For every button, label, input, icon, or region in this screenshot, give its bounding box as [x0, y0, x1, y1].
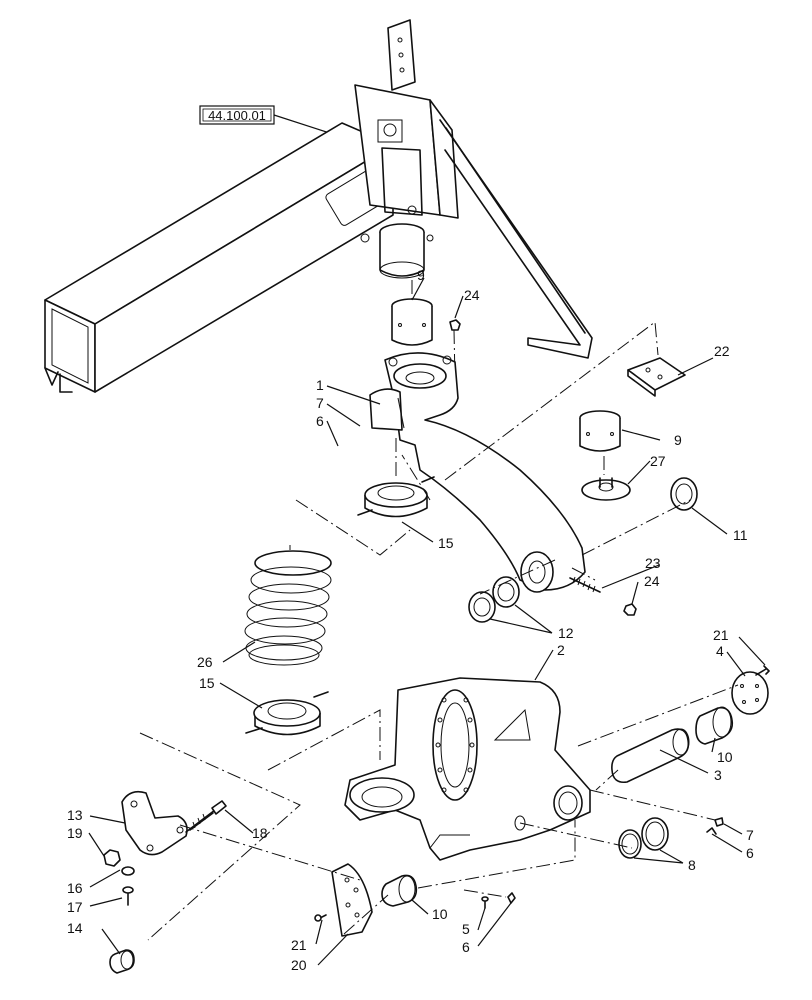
callout-9-right: 9 — [674, 432, 682, 448]
bolt-25 — [449, 319, 461, 331]
callout-22: 22 — [714, 343, 730, 359]
snap-rings-8 — [618, 817, 669, 859]
washer-11 — [670, 477, 698, 511]
callout-21-right: 21 — [713, 627, 729, 643]
callout-10-lower: 10 — [432, 906, 448, 922]
callout-8: 8 — [688, 857, 696, 873]
callout-19: 19 — [67, 825, 83, 841]
callout-27: 27 — [650, 453, 666, 469]
callout-4: 4 — [716, 643, 724, 659]
callout-13: 13 — [67, 807, 83, 823]
thrust-washer-27 — [581, 477, 631, 501]
leader-lines — [88, 277, 766, 966]
callout-23: 23 — [645, 555, 661, 571]
pivot-pin-3 — [611, 728, 690, 784]
nut-24 — [623, 603, 637, 616]
callout-3: 3 — [714, 767, 722, 783]
callout-7-left: 7 — [316, 395, 324, 411]
nut-19 — [103, 849, 121, 867]
callout-6-left: 6 — [316, 413, 324, 429]
nut-6-lower — [507, 892, 516, 904]
coil-spring-26 — [244, 550, 332, 666]
wear-pad-22 — [627, 357, 686, 397]
main-beam — [44, 122, 394, 393]
linkage-rod — [439, 119, 593, 359]
callout-11: 11 — [733, 527, 748, 543]
retaining-plate-4 — [731, 671, 769, 715]
callout-25: 24 — [464, 287, 480, 303]
callout-24: 24 — [644, 573, 660, 589]
bushing-10-lower — [381, 874, 418, 907]
bushing-9-upper — [391, 298, 433, 346]
sleeve-14 — [109, 949, 135, 974]
spring-seat-15-upper — [357, 476, 435, 518]
bushing-9-right — [579, 410, 621, 452]
callout-7-right: 7 — [746, 827, 754, 843]
screw-17 — [122, 886, 134, 906]
bushing-10-right — [695, 706, 734, 745]
callout-17: 17 — [67, 899, 83, 915]
axle-housing-2 — [344, 677, 591, 861]
swing-arm-1 — [369, 352, 586, 593]
callout-18: 18 — [252, 825, 268, 841]
grease-pin-23 — [569, 576, 601, 593]
reference-label: 44.100.01 — [208, 108, 266, 123]
upper-pivot-assembly — [354, 19, 459, 279]
callout-21-lower: 21 — [291, 937, 307, 953]
callout-26: 26 — [197, 654, 213, 670]
clamp-13 — [121, 790, 188, 856]
callout-6-lower: 6 — [462, 939, 470, 955]
washer-16 — [121, 866, 135, 876]
callout-16: 16 — [67, 880, 83, 896]
callout-15-upper: 15 — [438, 535, 454, 551]
callout-5: 5 — [462, 921, 470, 937]
callout-10-right: 10 — [717, 749, 733, 765]
callout-2: 2 — [557, 642, 565, 658]
bolt-21-lower — [314, 914, 327, 922]
reference-label-box: 44.100.01 — [199, 105, 346, 139]
bolt-5 — [481, 896, 489, 909]
callout-12: 12 — [558, 625, 574, 641]
callout-14: 14 — [67, 920, 83, 936]
alignment-lines — [139, 321, 739, 941]
bolt-21-right — [755, 665, 770, 676]
callouts: 9 24 1 7 6 15 22 9 27 11 23 24 12 26 15 … — [67, 267, 754, 973]
washers-12 — [468, 576, 520, 623]
grease-fitting-7-right — [706, 817, 724, 835]
mounting-plate-20 — [331, 863, 373, 937]
spring-seat-15-lower — [245, 691, 329, 736]
callout-15-lower: 15 — [199, 675, 215, 691]
callout-9-top: 9 — [417, 267, 425, 283]
callout-6-right: 6 — [746, 845, 754, 861]
bolt-18 — [185, 800, 227, 833]
callout-1: 1 — [316, 377, 324, 393]
callout-20: 20 — [291, 957, 307, 973]
